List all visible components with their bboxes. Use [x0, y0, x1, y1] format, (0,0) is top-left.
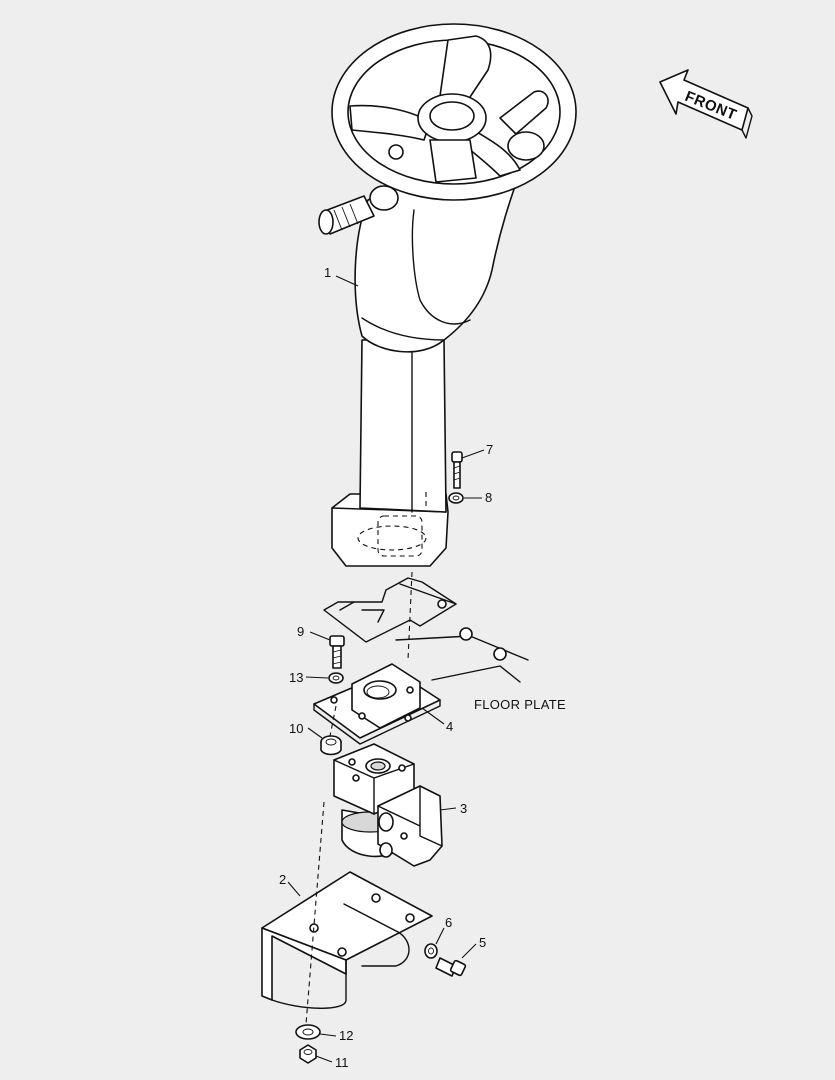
- floor-plate: [323, 571, 529, 683]
- callout-5: 5: [479, 935, 486, 950]
- callout-10: 10: [289, 721, 303, 736]
- callout-13: 13: [289, 670, 303, 685]
- washer-13: [328, 672, 344, 684]
- callout-9: 9: [297, 624, 304, 639]
- steering-column: [318, 23, 577, 567]
- steering-unit: [333, 743, 443, 867]
- callout-3: 3: [460, 801, 467, 816]
- callout-11: 11: [335, 1055, 349, 1070]
- leader-lines: [287, 275, 485, 1063]
- washer-8: [448, 492, 464, 504]
- callout-7: 7: [486, 442, 493, 457]
- floor-plate-label: FLOOR PLATE: [474, 697, 566, 712]
- bolt-9: [329, 635, 345, 669]
- washer-6: [424, 943, 438, 959]
- bushing-10: [320, 735, 342, 756]
- callout-8: 8: [485, 490, 492, 505]
- callout-4: 4: [446, 719, 453, 734]
- front-arrow: FRONT: [659, 69, 753, 139]
- callout-1: 1: [324, 265, 331, 280]
- nut-11: [299, 1044, 317, 1064]
- callout-2: 2: [279, 872, 286, 887]
- mounting-plate: [313, 663, 441, 745]
- bracket: [261, 801, 433, 1025]
- callout-6: 6: [445, 915, 452, 930]
- bolt-5: [435, 957, 467, 977]
- washer-12: [295, 1024, 321, 1040]
- callout-12: 12: [339, 1028, 353, 1043]
- bolt-7: [451, 451, 463, 489]
